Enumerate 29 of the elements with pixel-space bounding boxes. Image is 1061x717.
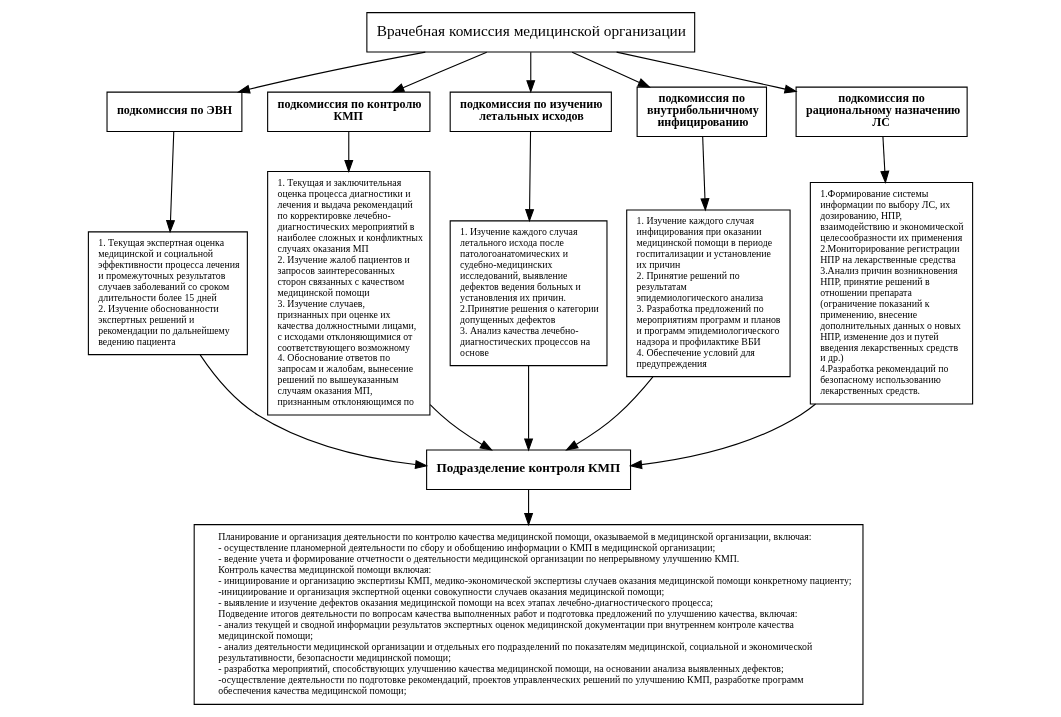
arrow bbox=[165, 131, 176, 234]
arrow bbox=[391, 51, 488, 93]
node-box: Врачебная комиссия медицинской организации bbox=[366, 12, 696, 53]
arrow bbox=[700, 136, 710, 212]
node-box: Планирование и организация деятельности по контролю качества медицинской помощи, оказываемой в медицинской организации, включая: - осуществление планомерной деятельности по сбору и обобщению информации о КМП в медицинской организации; - ведение учета и формирование отчетности о деятельности медицинской организации по непрерывному улучшению КМП. Контроль качества медицинской помощи включая: - инициирование и организацию экспертизы КМП, медико-экономической экспертизы случаев оказания медицинской помощи конкретному пациенту; -инициирование и организация экспертной оценки совокупности случаев оказания медицинской помощи; - выявление и изучение дефектов оказания медицинской помощи на всех этапах лечебно-диагностического процесса; Подведение итогов деятельности по вопросам качества выполненных работ и подготовка предложений по улучшению качества, включая: - анализ текущей и сводной информации результатов экспертных оценок медицинской документации при внутреннем контроле качества медицинской помощи; - анализ деятельности медицинской организации и отдельных его подразделений по показателям медицинской, социальной и экономической результативности, безопасности медицинской помощи; - разработка мероприятий, способствующих улучшению качества медицинской помощи, на основании анализа выявленных дефектов; -осуществление деятельности по подготовке рекомендаций, проектов управленческих решений по улучшению КМП, разработке программ обеспечения качества медицинской помощи; bbox=[193, 524, 864, 705]
node-box: подкомиссия по изучению летальных исходов bbox=[449, 91, 612, 133]
arrow bbox=[880, 136, 890, 185]
arrow bbox=[628, 403, 817, 470]
arrow bbox=[429, 404, 493, 451]
arrow bbox=[565, 376, 654, 451]
node-box: 1. Текущая экспертная оценка медицинской и социальной эффективности процесса лечения и промежуточных результатов случаев заболеваний со сроком длительности более 15 дней 2. Изучение обоснованности экспертных решений и рекомендации по дальнейшему ведению пациента bbox=[87, 231, 248, 356]
node-box: Подразделение контроля КМП bbox=[426, 449, 632, 491]
node-box: 1. Изучение каждого случая инфицирования при оказании медицинской помощи в периоде госпитализации и установление их причин 2. Принятие решений по результатам эпидемиологического анализа 3. Разработка предложений по мероприятиям программ и планов и программ эпидемиологического надзора и профилактике ВБИ 4. Обеспечение условий для предупреждения bbox=[626, 209, 791, 378]
node-box: подкомиссия по рациональному назначению ЛС bbox=[795, 86, 968, 138]
arrow bbox=[523, 489, 534, 527]
arrow bbox=[523, 365, 534, 452]
node-box: подкомиссия по внутрибольничному инфицированию bbox=[636, 86, 768, 138]
arrow bbox=[616, 51, 798, 94]
arrow bbox=[344, 131, 354, 174]
node-box: подкомиссия по контролю КМП bbox=[267, 91, 431, 133]
arrow bbox=[571, 51, 651, 88]
node-box: 1.Формирование системы информации по выбору ЛС, их дозированию, НПР, взаимодействию и экономической целесообразности их применения 2.Мониторирование регистрации НПР на лекарственные средства 3.Анализ причин возникновения НПР, принятие решений в отношении препарата (ограничение показаний к применению, внесение дополнительных данных о новых НПР, изменение доз и путей введения лекарственных средств и др.) 4.Разработка рекомендаций по безопасному использованию лекарственных средств. bbox=[809, 182, 974, 405]
arrow bbox=[525, 131, 535, 223]
arrow bbox=[236, 51, 426, 94]
node-box: 1. Текущая и заключительная оценка процесса диагностики и лечения и выдача рекомендаций по корректировке лечебно-диагностических мероприятий в наиболее сложных и конфликтных случаях оказания МП 2. Изучение жалоб пациентов и запросов заинтересованных сторон связанных с качеством медицинской помощи 3. Изучение случаев, признанных при оценке их качества должностными лицами, с исходами отклоняющимися от соответствующего возможному 4. Обоснование ответов по запросам и жалобам, вынесение решений по вышеуказанным случаям оказания МП, признанным отклоняющимся по bbox=[267, 171, 431, 416]
node-box: 1. Изучение каждого случая летального исхода после патологоанатомических и судебно-медицинских исследований, выявление дефектов ведения больных и установления их причин. 2.Принятие решения о категории допущенных дефектов 3. Анализ качества лечебно-диагностических процессов на основе bbox=[449, 220, 608, 367]
node-box: подкомиссия по ЭВН bbox=[106, 91, 243, 133]
arrow bbox=[526, 51, 536, 94]
arrow bbox=[199, 354, 429, 470]
